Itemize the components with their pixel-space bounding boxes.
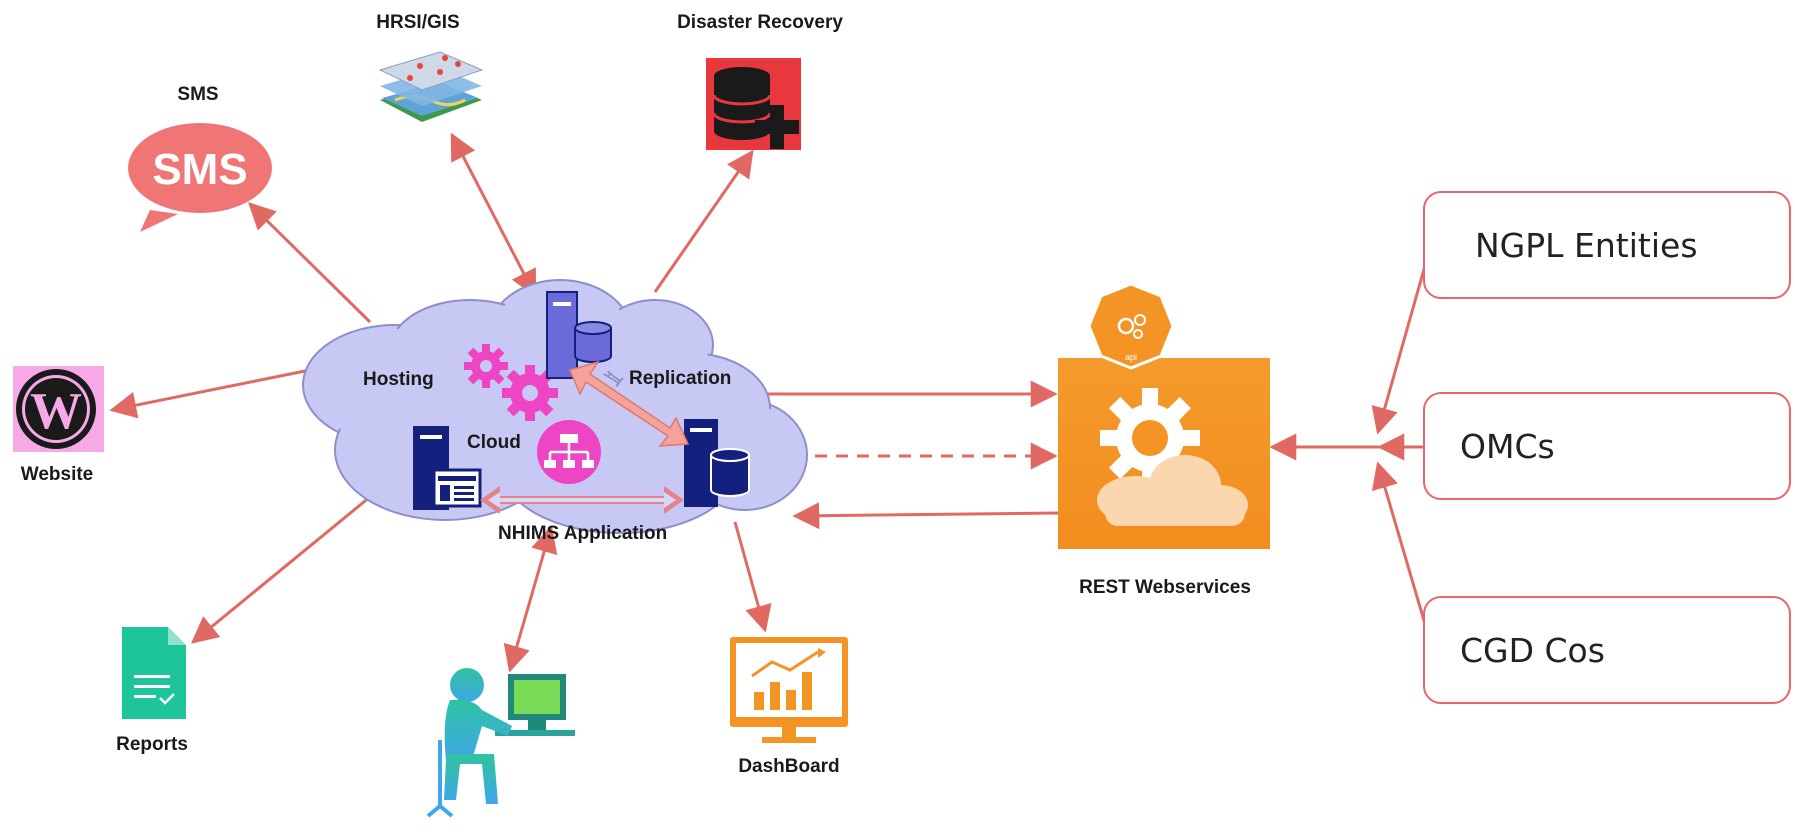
dashboard-label: DashBoard xyxy=(738,756,839,777)
wordpress-icon: W xyxy=(13,366,104,452)
application-label: NHIMS Application xyxy=(498,523,667,544)
website-node: W Website xyxy=(13,366,104,485)
arrow-to-reports xyxy=(190,490,377,644)
primary-server-icon xyxy=(546,291,612,379)
arrow-hrsi xyxy=(450,132,537,298)
cgd-cos-box: CGD Cos xyxy=(1423,596,1791,704)
sms-bubble-text: SMS xyxy=(152,145,247,194)
omcs-box: OMCs xyxy=(1423,392,1791,500)
application-server-icon xyxy=(413,426,482,510)
cgd-cos-label: CGD Cos xyxy=(1460,630,1605,670)
cloud-label: Cloud xyxy=(467,432,521,453)
omcs-label: OMCs xyxy=(1460,426,1555,466)
user-at-computer-icon xyxy=(426,668,575,818)
arrow-from-ngpl xyxy=(1371,247,1432,435)
rest-label: REST Webservices xyxy=(1079,577,1251,598)
svg-text:W: W xyxy=(30,383,82,440)
dashboard-monitor-icon xyxy=(730,637,848,743)
arrow-to-disaster xyxy=(653,149,754,293)
api-badge-icon: api xyxy=(1087,282,1175,370)
user-node xyxy=(426,668,575,818)
reports-label: Reports xyxy=(116,734,188,755)
internal-sync-arrow xyxy=(480,486,684,514)
arrow-to-dashboard xyxy=(733,521,772,633)
reports-node: Reports xyxy=(116,627,188,755)
disaster-label: Disaster Recovery xyxy=(677,12,843,33)
hrsi-label: HRSI/GIS xyxy=(376,12,459,33)
sms-node: SMS SMS xyxy=(128,84,272,232)
network-icon xyxy=(537,420,601,484)
replication-label: Replication xyxy=(629,368,731,389)
website-label: Website xyxy=(21,464,94,485)
disaster-node: Disaster Recovery xyxy=(677,12,843,150)
rest-node: api REST Webservices xyxy=(1058,282,1270,598)
replica-server-icon xyxy=(684,419,750,507)
arrow-from-cgd xyxy=(1371,461,1432,642)
arrow-to-sms xyxy=(248,202,372,324)
ngpl-entities-label: NGPL Entities xyxy=(1475,225,1698,265)
rest-gear-cloud-icon xyxy=(1058,358,1270,549)
sms-label: SMS xyxy=(177,84,218,105)
gears-icon xyxy=(464,344,558,421)
connection-arrows xyxy=(109,132,1432,673)
ngpl-entities-box: NGPL Entities xyxy=(1423,191,1791,299)
dashboard-node: DashBoard xyxy=(730,637,848,777)
api-badge-text: api xyxy=(1125,352,1137,362)
arrow-to-website xyxy=(109,368,311,419)
document-icon xyxy=(122,627,186,719)
hrsi-node: HRSI/GIS xyxy=(376,12,484,122)
hosting-label: Hosting xyxy=(363,369,434,390)
replication-arrow xyxy=(568,360,690,447)
database-plus-icon xyxy=(706,58,801,150)
map-layers-icon xyxy=(378,51,484,122)
sms-bubble-icon: SMS xyxy=(128,123,272,232)
hosting-cloud: Hosting Replication Cloud NHIMS Applicat… xyxy=(302,279,808,544)
arrow-user xyxy=(503,525,558,673)
arrow-rest-to-cloud xyxy=(792,502,1059,530)
